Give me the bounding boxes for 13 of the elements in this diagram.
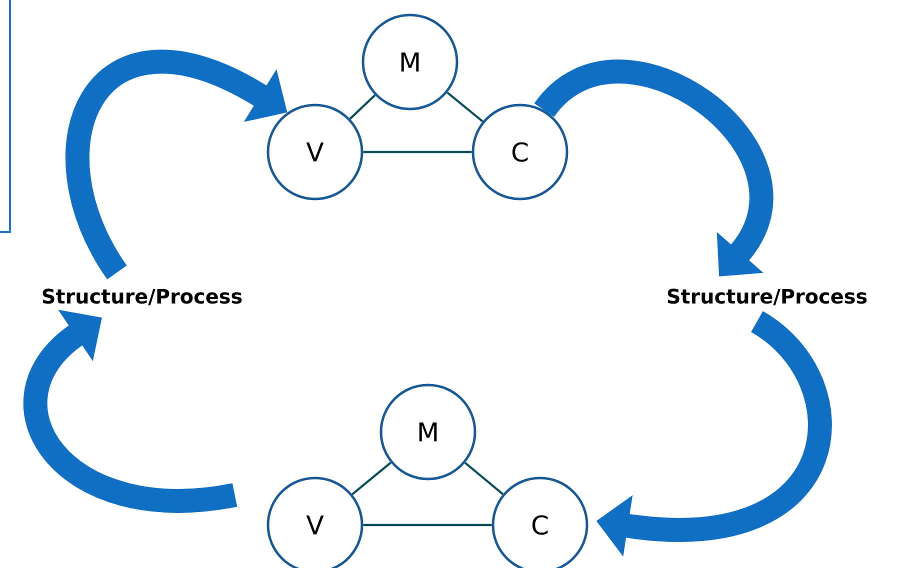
- connector-line: [352, 462, 392, 496]
- connector-line: [446, 92, 484, 122]
- connector-line: [464, 462, 504, 496]
- text-label: Structure/Process: [668, 288, 867, 306]
- circle-node: M: [380, 384, 476, 480]
- connector-line: [349, 94, 376, 120]
- circle-node: C: [472, 104, 568, 200]
- connector-line: [363, 150, 472, 154]
- connector-line: [363, 524, 492, 526]
- curved-arrow: [24, 310, 236, 512]
- circle-node: M: [362, 14, 458, 110]
- circle-node: V: [266, 104, 364, 200]
- text-label: Structure/Process: [42, 288, 242, 306]
